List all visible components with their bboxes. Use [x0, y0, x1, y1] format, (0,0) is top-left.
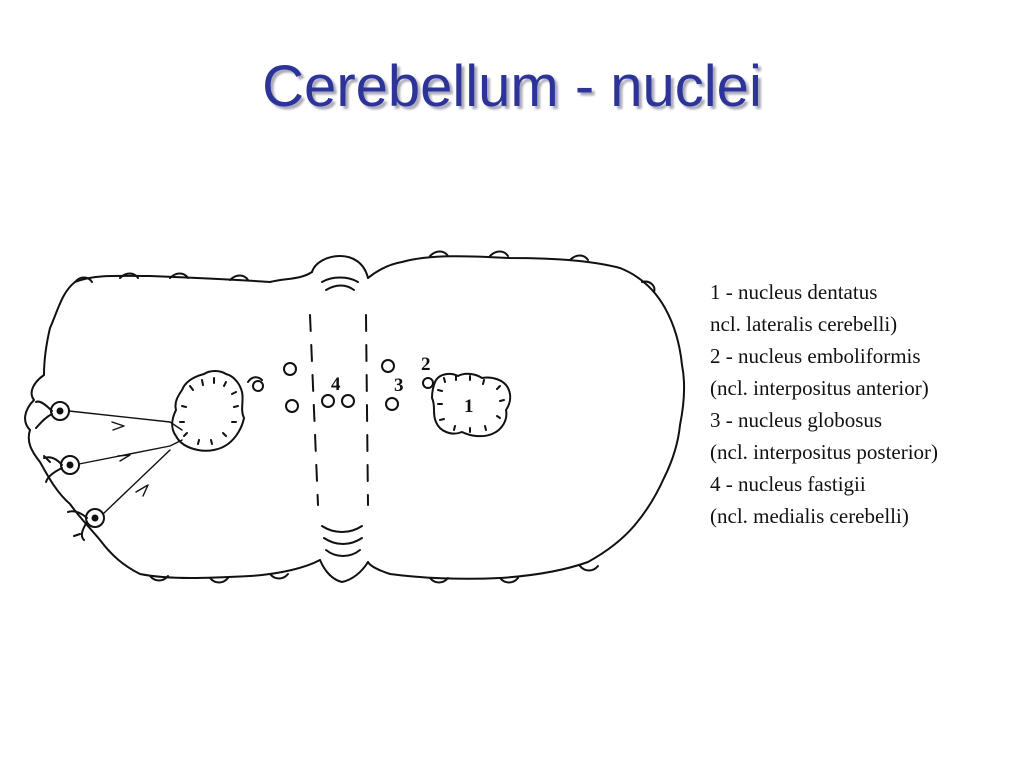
nucleus-globosus-circle: [385, 397, 399, 411]
slide-title: Cerebellum - nuclei: [262, 54, 762, 119]
left-nucleus-dentatus: [171, 370, 245, 452]
vermis-dashed-right: [365, 314, 369, 506]
nucleus-fastigii-circle: [321, 394, 335, 408]
nucleus-circle: [283, 362, 297, 376]
legend-line-2: ncl. lateralis cerebelli): [710, 312, 898, 336]
label-nucleus-3: 3: [394, 375, 404, 396]
legend-line-8: (ncl. medialis cerebelli): [710, 504, 909, 528]
label-nucleus-1: 1: [464, 396, 474, 417]
legend-line-6: (ncl. interpositus posterior): [710, 440, 939, 464]
legend-line-1: 1 - nucleus dentatus: [710, 280, 878, 304]
right-hemisphere-outline: [367, 255, 686, 580]
legend-line-3: 2 - nucleus emboliformis: [710, 344, 921, 368]
nucleus-circle: [285, 399, 299, 413]
label-nucleus-4: 4: [331, 374, 341, 395]
legend: 1 - nucleus dentatus ncl. lateralis cere…: [710, 276, 1015, 532]
legend-line-7: 4 - nucleus fastigii: [710, 472, 866, 496]
right-nucleus-dentatus: [431, 372, 512, 438]
fiber: [68, 410, 183, 431]
fiber: [102, 449, 171, 515]
nucleus-fastigii-circle: [341, 394, 355, 408]
nucleus-globosus-circle: [381, 359, 395, 373]
cerebellum-diagram: 4 3 2 1: [24, 250, 686, 584]
fiber: [78, 439, 183, 465]
left-hemisphere-outline: [24, 271, 321, 579]
nucleus-emboliformis-circle: [422, 377, 434, 389]
label-nucleus-2: 2: [421, 354, 431, 375]
vermis-dashed-left: [309, 314, 319, 506]
legend-line-5: 3 - nucleus globosus: [710, 408, 883, 432]
legend-line-4: (ncl. interpositus anterior): [710, 376, 929, 400]
